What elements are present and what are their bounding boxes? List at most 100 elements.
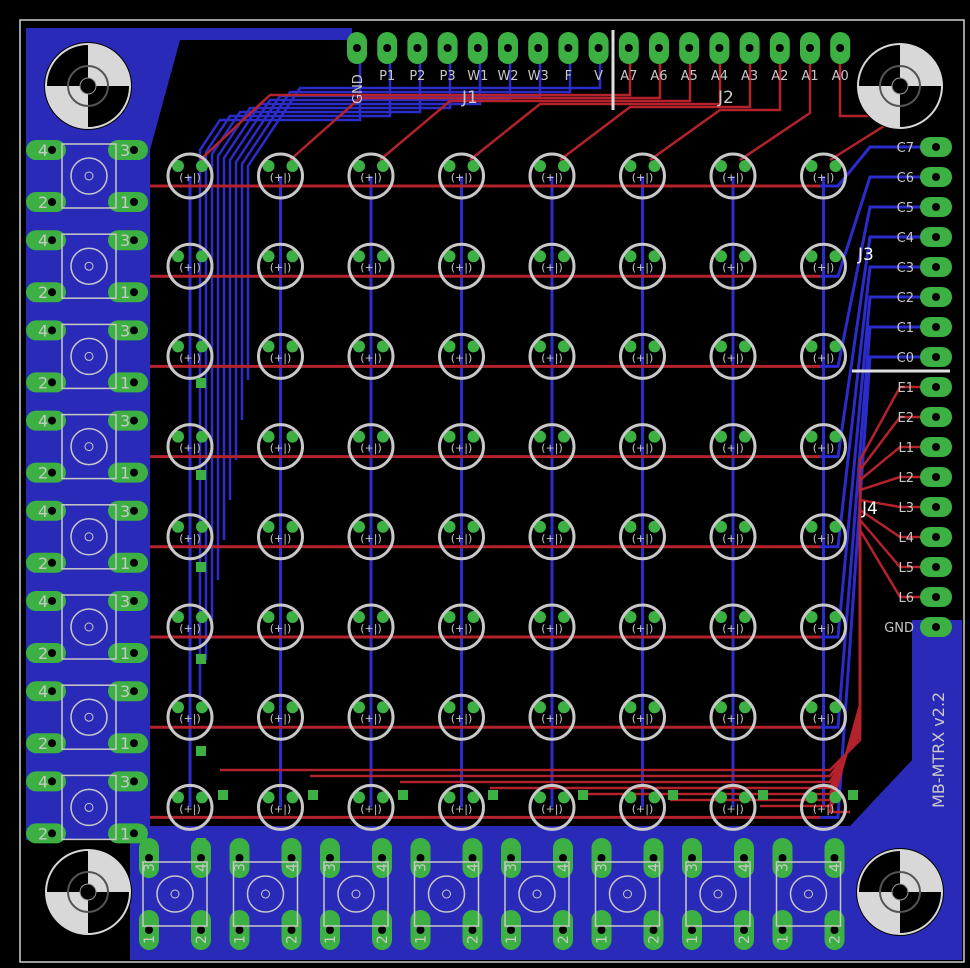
- header-hole: [932, 413, 940, 421]
- led-symbol: (+|): [360, 532, 382, 545]
- led-symbol: (+|): [451, 532, 473, 545]
- switch-center: [442, 889, 451, 899]
- led-pad: [262, 250, 275, 263]
- switch-hole: [649, 926, 658, 934]
- led-symbol: (+|): [451, 622, 473, 635]
- led-symbol: (+|): [451, 261, 473, 274]
- led-pad: [739, 520, 751, 533]
- via: [578, 790, 588, 800]
- led-footprint-icon: (+|): [166, 332, 214, 380]
- switch-hole: [48, 687, 56, 696]
- switch-center: [84, 802, 94, 812]
- via: [196, 746, 206, 756]
- led-pad: [739, 250, 751, 263]
- switch-body: [232, 861, 299, 927]
- switch-pin-label: 2: [647, 935, 663, 944]
- switch-body: [61, 684, 117, 750]
- led-outline: [619, 423, 666, 471]
- switch-center: [84, 532, 94, 542]
- led-outline: [166, 783, 214, 831]
- led-pad: [286, 340, 299, 353]
- switch-hole: [559, 926, 567, 934]
- led-pad: [196, 250, 208, 263]
- via: [488, 790, 498, 800]
- switch-actuator: [70, 337, 108, 376]
- switch-hole: [48, 829, 56, 838]
- header-hole: [685, 44, 694, 52]
- led-outline: [528, 242, 576, 290]
- header-pin-label: W2: [497, 69, 518, 84]
- switch-hole: [145, 854, 153, 862]
- hole-ring: [857, 43, 943, 129]
- j3-trace: [820, 355, 924, 819]
- led-footprint-icon: (+|): [619, 513, 666, 561]
- switch-hole: [130, 468, 138, 477]
- switch-pin-label: 2: [38, 554, 48, 573]
- hole-ring: [857, 849, 943, 935]
- led-outline: [438, 332, 485, 380]
- led-symbol: (+|): [179, 351, 201, 364]
- switch-pad: [108, 733, 148, 754]
- switch-pin-label: 4: [828, 863, 844, 872]
- header-pin-label: A2: [771, 69, 788, 84]
- header-pin-label: GND: [351, 74, 366, 104]
- switch-pad: [108, 282, 148, 303]
- led-outline: [347, 693, 395, 741]
- led-footprint-icon: (+|): [257, 783, 304, 831]
- header-pin-label: W3: [528, 69, 549, 84]
- led-symbol: (+|): [632, 532, 654, 545]
- header-hole: [594, 44, 603, 52]
- led-outline: [800, 513, 847, 561]
- switch-pad: [26, 500, 66, 521]
- switch-pad: [108, 771, 148, 792]
- board-outline: [19, 19, 965, 963]
- switch-actuator: [70, 247, 108, 285]
- header-pin-label: P2: [409, 69, 425, 84]
- switch-hole: [48, 739, 56, 748]
- header-pin-label: A7: [620, 69, 637, 84]
- led-symbol: (+|): [179, 171, 201, 184]
- via: [196, 562, 206, 572]
- switch-pin-label: 2: [38, 283, 48, 302]
- led-footprint-icon: (+|): [438, 513, 485, 561]
- led-pad: [648, 340, 661, 353]
- led-footprint-icon: (+|): [800, 513, 847, 561]
- led-pad: [558, 520, 570, 533]
- led-pad: [286, 160, 299, 172]
- led-symbol: (+|): [722, 261, 744, 274]
- led-footprint-icon: (+|): [619, 603, 666, 651]
- header-hole: [443, 44, 452, 52]
- switch-hole: [130, 597, 138, 605]
- led-symbol: (+|): [813, 261, 835, 274]
- led-symbol: (+|): [270, 351, 292, 364]
- led-symbol: (+|): [270, 442, 292, 455]
- led-footprint-icon: (+|): [257, 423, 304, 471]
- header-hole: [624, 44, 633, 52]
- header-hole: [534, 44, 543, 52]
- led-symbol: (+|): [541, 712, 563, 725]
- switch-pad: [26, 140, 66, 160]
- led-footprint-icon: (+|): [528, 783, 576, 831]
- led-footprint-icon: (+|): [166, 693, 214, 741]
- led-footprint-icon: (+|): [166, 783, 214, 831]
- led-footprint-icon: (+|): [347, 603, 395, 651]
- led-outline: [438, 603, 485, 651]
- header-hole: [932, 593, 940, 601]
- hole-quadrant: [900, 850, 942, 892]
- j3-trace: [820, 235, 924, 459]
- j3-trace: [820, 325, 924, 729]
- switch-hole: [378, 926, 386, 934]
- led-footprint-icon: (+|): [166, 242, 214, 290]
- led-outline: [347, 513, 395, 561]
- led-pad: [648, 611, 661, 623]
- led-pad: [534, 250, 546, 263]
- led-pad: [172, 250, 184, 263]
- led-symbol: (+|): [270, 171, 292, 184]
- switch-body: [142, 861, 208, 927]
- j3-trace: [820, 295, 924, 639]
- header-hole: [932, 503, 940, 511]
- led-symbol: (+|): [451, 351, 473, 364]
- header-hole: [655, 44, 663, 52]
